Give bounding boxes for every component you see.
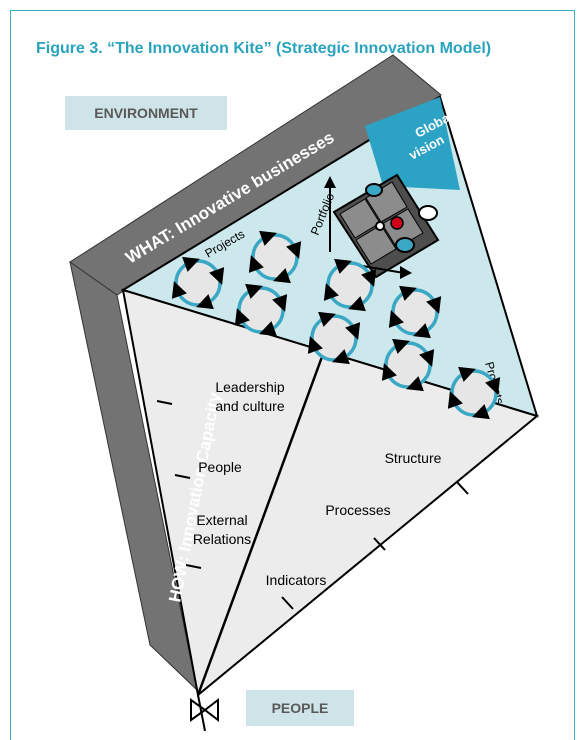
cycle-arrow — [318, 311, 336, 327]
cycle-arrow — [234, 308, 250, 326]
cycle-arrow — [171, 281, 187, 299]
portfolio-axis-up-arrow — [324, 176, 336, 188]
cycle-arrow — [245, 283, 263, 299]
cycle-arrow — [406, 376, 424, 392]
portfolio-dot-red — [390, 216, 404, 230]
portfolio-axis-right-arrow — [400, 266, 412, 279]
project-cycle-icon — [323, 258, 377, 312]
tick-processes — [373, 537, 386, 551]
capacity-indicators: Indicators — [266, 572, 327, 588]
capacity-structure: Structure — [385, 450, 442, 466]
cycle-arrow — [472, 404, 490, 420]
portfolio-dot-white-small — [375, 221, 385, 231]
cycle-arrow — [388, 310, 404, 328]
capacity-external-line2: Relations — [193, 531, 251, 547]
portfolio-dot-white-large — [418, 205, 438, 221]
tick-external — [185, 564, 202, 569]
cycle-arrow — [399, 285, 417, 301]
capacity-leadership-line1: Leadership — [215, 379, 284, 395]
environment-tag: ENVIRONMENT — [65, 96, 227, 130]
portfolio-matrix — [332, 173, 440, 279]
cycle-arrow — [323, 283, 339, 301]
cycle-arrow — [392, 338, 410, 354]
project-cycle-icon — [388, 285, 442, 339]
tick-structure — [456, 481, 469, 495]
capacity-processes: Processes — [325, 502, 390, 518]
cycle-arrow — [272, 294, 288, 312]
cycle-arrow — [307, 336, 323, 354]
cycle-arrow — [259, 321, 277, 337]
capacity-people: People — [198, 459, 242, 475]
tick-leadership — [156, 400, 173, 405]
portfolio-dot-blue-lower — [395, 237, 415, 253]
cycle-arrow — [485, 377, 501, 395]
cycle-arrow — [426, 296, 442, 314]
cycle-arrow — [196, 294, 214, 310]
cycle-arrow — [273, 268, 291, 284]
kite-tail-bow-icon — [190, 694, 219, 731]
portfolio-dot-blue — [365, 183, 383, 197]
cycle-arrow — [345, 322, 361, 340]
cycle-arrow — [259, 230, 277, 246]
cycle-arrow — [361, 269, 377, 287]
capacity-external-line1: External — [196, 512, 247, 528]
cycle-arrow — [381, 363, 397, 381]
tick-indicators — [281, 596, 294, 610]
cycle-arrow — [182, 256, 200, 272]
figure-title: Figure 3. “The Innovation Kite” (Strateg… — [36, 40, 492, 57]
cycle-arrow — [209, 267, 225, 285]
cycle-arrow — [348, 296, 366, 312]
cycle-arrow — [447, 391, 463, 409]
cycle-arrow — [413, 323, 431, 339]
global-vision-corner — [365, 97, 460, 190]
capacity-leadership-line2: and culture — [215, 398, 284, 414]
cycle-arrow — [458, 366, 476, 382]
cycle-arrow — [286, 241, 302, 259]
project-cycle-icon — [307, 311, 361, 365]
cycle-arrow — [419, 349, 435, 367]
project-cycles — [171, 230, 501, 420]
project-cycle-icon — [248, 230, 302, 284]
project-cycle-icon — [447, 366, 501, 420]
project-cycle-icon — [381, 338, 435, 392]
project-cycle-icon — [234, 283, 288, 337]
cycle-arrow — [332, 349, 350, 365]
project-cycle-icon — [171, 256, 225, 310]
tick-people — [174, 474, 191, 479]
cycle-arrow — [248, 255, 264, 273]
kite-spine — [196, 334, 332, 696]
people-tag: PEOPLE — [246, 690, 354, 726]
cycle-arrow — [334, 258, 352, 274]
